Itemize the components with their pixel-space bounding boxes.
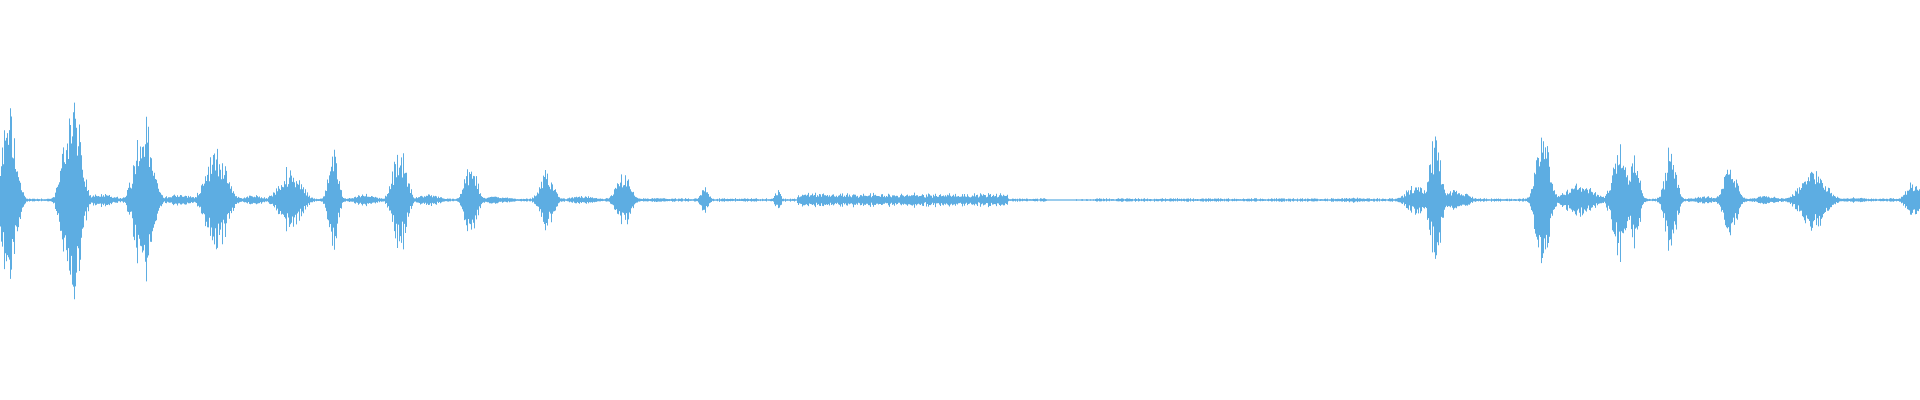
waveform-graph <box>0 102 1920 300</box>
